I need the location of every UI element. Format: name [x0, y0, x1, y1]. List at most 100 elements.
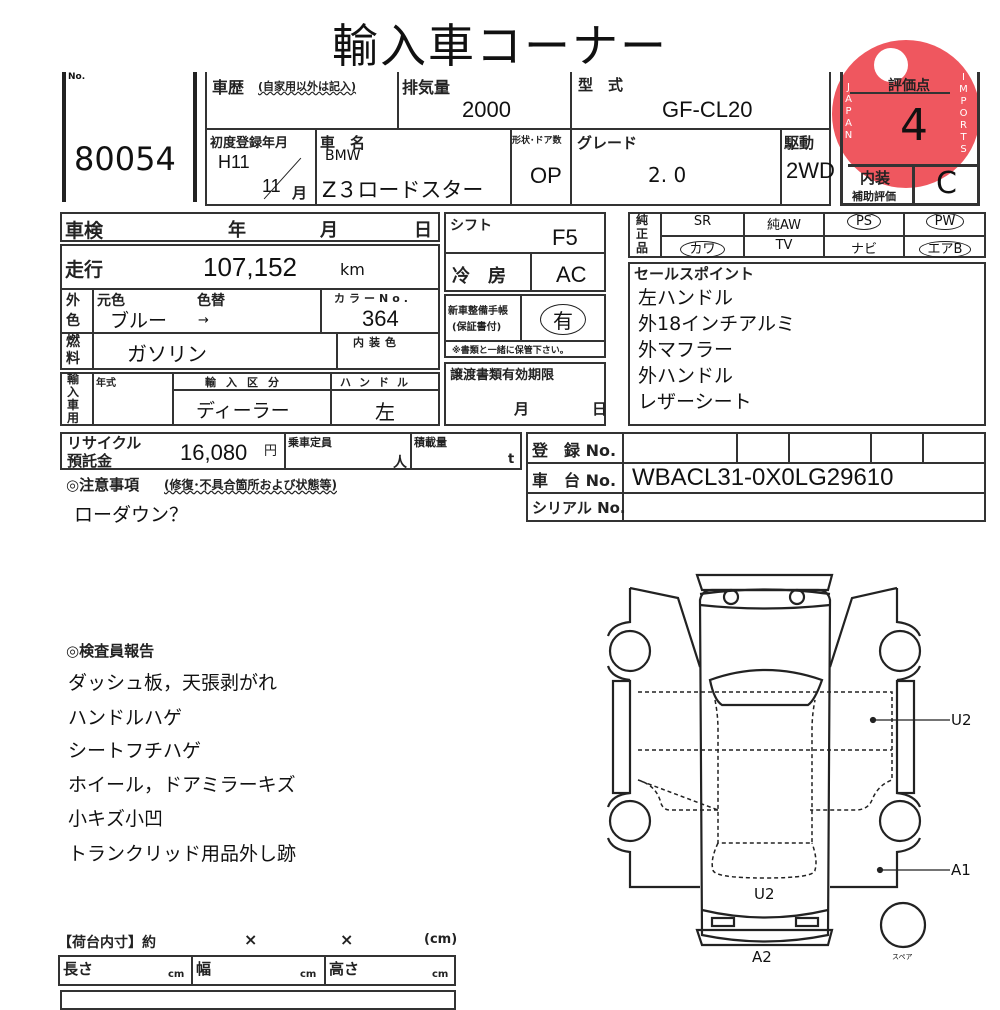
spare-tire [879, 901, 927, 949]
cargo-length-unit: cm [168, 969, 185, 980]
mileage-label: 走行 [65, 259, 104, 281]
ac-value: AC [556, 262, 587, 287]
notes-label: ◎注意事項 [66, 476, 140, 494]
inspector-report-item: 小キズ小凹 [68, 808, 164, 830]
color-change-label: 色替 [197, 293, 225, 309]
front-bumper [695, 573, 834, 596]
watermark-right-text: IMPORTS [958, 72, 969, 156]
capacity-unit: 人 [393, 455, 407, 471]
interior-score: C [936, 166, 957, 201]
damage-mark-a2: A2 [752, 948, 772, 966]
orig-color: ブルー [110, 310, 168, 332]
cargo-unit: (cm) [424, 932, 458, 947]
first-reg-year: H11 [218, 152, 250, 172]
next-section [60, 990, 456, 1010]
inspector-report-item: ハンドルハゲ [68, 707, 183, 729]
recycle-unit: 円 [264, 444, 278, 459]
service-book-note: ※書類と一緒に保管下さい。 [452, 346, 569, 356]
displacement-label: 排気量 [402, 78, 451, 97]
registration-table [526, 432, 986, 522]
interior-label: 内装 [860, 169, 891, 187]
cargo-x2: × [340, 930, 354, 949]
recycle-row [60, 432, 522, 470]
car-model: Z３ロードスター [322, 178, 484, 202]
import-type-label: 輸入区分 [205, 376, 289, 389]
inspection-month: 月 [320, 220, 338, 241]
damage-mark-a1: A1 [951, 861, 971, 879]
notes-sub: (修復･不具合箇所および状態等) [164, 478, 337, 492]
sales-point-item: 外18インチアルミ [638, 313, 795, 335]
fuel-value: ガソリン [127, 342, 207, 366]
equipment-item: PS [825, 213, 903, 230]
equipment-item: PW [905, 213, 985, 230]
hood-line [699, 603, 831, 610]
equipment-item: TV [745, 238, 823, 253]
color-code-label: カラーNo. [334, 292, 412, 305]
import-block [60, 372, 440, 426]
equipment-item-label: TV [775, 238, 793, 253]
left-panel [606, 586, 702, 889]
recycle-value: 16,080 [180, 440, 248, 465]
damage-mark-u2-rear: U2 [754, 885, 775, 903]
inspection-day: 日 [414, 220, 432, 241]
import-type: ディーラー [196, 400, 290, 422]
vehicle-info-table [205, 72, 831, 206]
displacement-value: 2000 [462, 97, 511, 122]
transfer-day: 日 [592, 400, 608, 418]
windshield [708, 668, 824, 707]
color-label: 外色 [66, 293, 80, 329]
equipment-item-label: PS [846, 213, 882, 230]
recycle-label-2: 預託金 [67, 452, 113, 470]
interior-color-label: 内装色 [353, 336, 401, 349]
inspector-label: ◎検査員報告 [66, 642, 155, 660]
first-reg-label: 初度登録年月 [210, 136, 289, 151]
chassis-no-label: 車 台 No. [532, 471, 617, 490]
service-book-label: 新車整備手帳 [448, 306, 508, 317]
inspection-row [60, 212, 440, 242]
sales-point-item: 左ハンドル [638, 287, 734, 309]
score-value: 4 [900, 100, 928, 151]
cargo-height-unit: cm [432, 969, 449, 980]
month-unit: 月 [292, 184, 308, 202]
spare-label: スペア [892, 953, 913, 961]
car-damage-diagram [606, 573, 950, 949]
drive-label: 駆動 [784, 134, 815, 152]
color-fuel-block [60, 288, 440, 370]
cargo-length-label: 長さ [63, 960, 94, 978]
chassis-no: WBACL31-0X0LG29610 [632, 464, 894, 491]
inspector-report-item: ホイール，ドアミラーキズ [68, 774, 296, 796]
wheel-rl [608, 799, 652, 843]
damage-mark-u2-side: U2 [951, 711, 972, 729]
cargo-width-unit: cm [300, 969, 317, 980]
car-name-label: 車 名 [320, 134, 366, 152]
page-title: 輸入車コーナー [332, 19, 668, 73]
wheel-fr [878, 629, 922, 673]
equipment-label: 純正品 [636, 213, 649, 255]
score-label: 評価点 [888, 78, 930, 94]
history-note: (自家用以外は記入) [258, 80, 357, 93]
import-label: 輸入車用 [67, 372, 80, 425]
service-book-value: 有 [540, 304, 586, 335]
equipment-item: カワ [662, 238, 743, 258]
grade-label: グレード [577, 134, 638, 152]
equipment-item: SR [662, 214, 743, 229]
inspector-report-item: トランクリッド用品外し跡 [68, 843, 297, 865]
lot-number: 80054 [74, 140, 176, 178]
lot-bracket [62, 72, 197, 202]
right-panel [828, 586, 922, 889]
service-book-block [444, 294, 606, 358]
body-doors-label: 形状･ドア数 [512, 136, 562, 146]
sales-point-item: 外マフラー [638, 339, 734, 361]
sales-point-item: レザーシート [638, 391, 752, 413]
fuel-label: 燃料 [66, 334, 80, 367]
first-reg-month: 11 [262, 176, 281, 196]
notes-text: ローダウン？ [74, 504, 189, 526]
equipment-item: 純AW [745, 214, 823, 233]
model-year-label: 年式 [96, 378, 116, 389]
body-outline [698, 588, 832, 943]
model-code-label: 型 式 [578, 76, 624, 94]
serial-no-label: シリアル No. [532, 499, 626, 517]
cargo-table [58, 955, 456, 986]
equipment-item-label: 純AW [766, 218, 802, 233]
shift-value: F5 [552, 225, 578, 250]
